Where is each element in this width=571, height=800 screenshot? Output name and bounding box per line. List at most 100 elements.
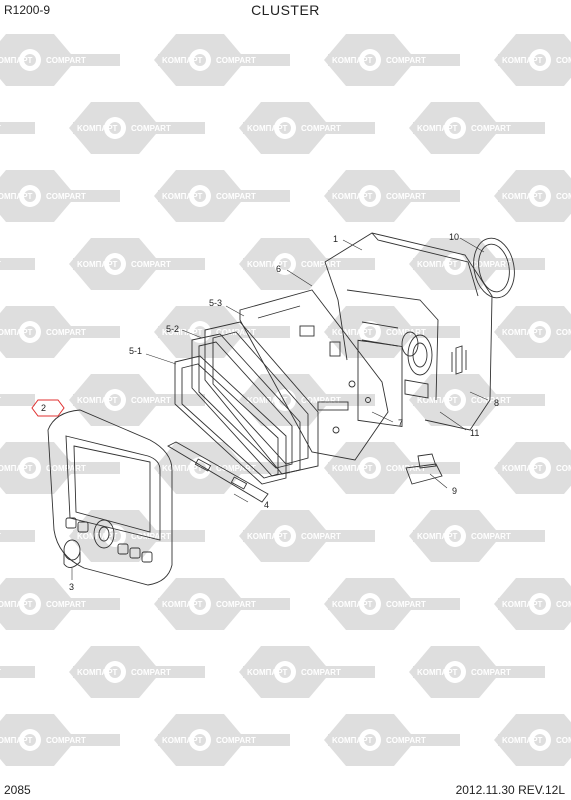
- revision-date: 2012.11.30 REV.12L: [455, 783, 565, 797]
- watermark-text-left: KOMПAPT: [162, 736, 203, 745]
- watermark-text-right: COMPART: [216, 192, 256, 201]
- part-connector: [405, 453, 443, 485]
- watermark-text-left: KOMПAPT: [417, 668, 458, 677]
- watermark-text-left: KOMПAPT: [247, 396, 288, 405]
- watermark-tile: KOMПAPT COMPART: [239, 102, 375, 154]
- watermark-text-left: KOMПAPT: [77, 124, 118, 133]
- watermark-text-right: COMPART: [386, 192, 426, 201]
- watermark-text-right: COMPART: [46, 328, 86, 337]
- watermark-text-right: COMPART: [556, 600, 571, 609]
- watermark-text-right: COMPART: [301, 396, 341, 405]
- watermark-text-right: COMPART: [46, 192, 86, 201]
- watermark-tile: KOMПAPT COMPART: [69, 102, 205, 154]
- leader-lines: [71, 237, 489, 580]
- watermark-text-right: COMPART: [556, 328, 571, 337]
- watermark-text-left: KOMПAPT: [417, 260, 458, 269]
- watermark-tile: KOMПAPT COMPART: [0, 170, 120, 222]
- watermark-text-right: COMPART: [216, 464, 256, 473]
- model-code: R1200-9: [4, 3, 51, 17]
- callout-2[interactable]: 2: [41, 403, 46, 413]
- watermark-text-left: KOMПAPT: [332, 192, 373, 201]
- watermark-text-right: COMPART: [471, 124, 511, 133]
- callout-4[interactable]: 4: [264, 500, 269, 510]
- watermark-text-right: COMPART: [556, 56, 571, 65]
- callout-11[interactable]: 11: [470, 428, 479, 438]
- callout-6[interactable]: 6: [276, 264, 281, 274]
- watermark-text-right: COMPART: [301, 124, 341, 133]
- watermark-text-right: COMPART: [556, 192, 571, 201]
- watermark-text-left: KOMПAPT: [0, 736, 33, 745]
- watermark-text-right: COMPART: [0, 396, 1, 405]
- watermark-tile: KOMПAPT COMPART: [324, 306, 460, 358]
- watermark-tile: KOMПAPT COMPART: [0, 714, 120, 766]
- watermark-text-left: KOMПAPT: [0, 192, 33, 201]
- watermark-text-left: KOMПAPT: [77, 668, 118, 677]
- watermark-text-right: COMPART: [301, 260, 341, 269]
- watermark-tile: KOMПAPT COMPART: [239, 374, 375, 426]
- callout-3[interactable]: 3: [69, 582, 74, 592]
- watermark-text-right: COMPART: [46, 736, 86, 745]
- callout-labels: 1 10 6 5-3 5-2 5-1 2 8 7 11 9 4 3: [41, 232, 499, 592]
- callout-8[interactable]: 8: [494, 398, 499, 408]
- callout-5-3[interactable]: 5-3: [209, 298, 222, 308]
- watermark-text-right: COMPART: [386, 328, 426, 337]
- part-knob: [63, 539, 81, 568]
- part-front-case: [47, 409, 173, 586]
- callout-5-2[interactable]: 5-2: [166, 324, 179, 334]
- part-lcd-bracket: [191, 333, 301, 477]
- watermark-text-right: COMPART: [301, 668, 341, 677]
- watermark-text-right: COMPART: [301, 532, 341, 541]
- callout-5-1[interactable]: 5-1: [129, 346, 142, 356]
- watermark-tile: KOMПAPT COMPART: [0, 306, 120, 358]
- watermark-text-left: KOMПAPT: [0, 328, 33, 337]
- watermark-text-left: KOMПAPT: [502, 56, 543, 65]
- part-pcb-board: [239, 289, 389, 461]
- watermark-tile: KOMПAPT COMPART: [494, 578, 571, 630]
- watermark-text-left: KOMПAPT: [247, 124, 288, 133]
- part-switch-pcb: [167, 441, 269, 503]
- callout-7[interactable]: 7: [398, 418, 403, 428]
- watermark-text-right: COMPART: [0, 532, 1, 541]
- watermark-text-left: KOMПAPT: [332, 464, 373, 473]
- watermark-text-right: COMPART: [131, 396, 171, 405]
- watermark-text-right: COMPART: [386, 600, 426, 609]
- watermark-text-left: KOMПAPT: [502, 600, 543, 609]
- page-title: CLUSTER: [251, 2, 320, 18]
- watermark-text-left: KOMПAPT: [0, 600, 33, 609]
- watermark-text-right: COMPART: [556, 464, 571, 473]
- watermark-text-right: COMPART: [46, 600, 86, 609]
- watermark-text-left: KOMПAPT: [77, 260, 118, 269]
- part-lcd-panel: [174, 355, 287, 485]
- callout-1[interactable]: 1: [333, 234, 338, 244]
- callout-9[interactable]: 9: [452, 486, 457, 496]
- watermark-text-right: COMPART: [386, 736, 426, 745]
- watermark-tile: KOMПAPT COMPART: [239, 238, 375, 290]
- watermark-text-left: KOMПAPT: [332, 328, 373, 337]
- watermark-text-left: KOMПAPT: [77, 396, 118, 405]
- watermark-text-right: COMPART: [46, 464, 86, 473]
- watermark-text-right: COMPART: [0, 668, 1, 677]
- callout-10[interactable]: 10: [449, 232, 459, 242]
- watermark-text-left: KOMПAPT: [247, 260, 288, 269]
- watermark-text-right: COMPART: [131, 124, 171, 133]
